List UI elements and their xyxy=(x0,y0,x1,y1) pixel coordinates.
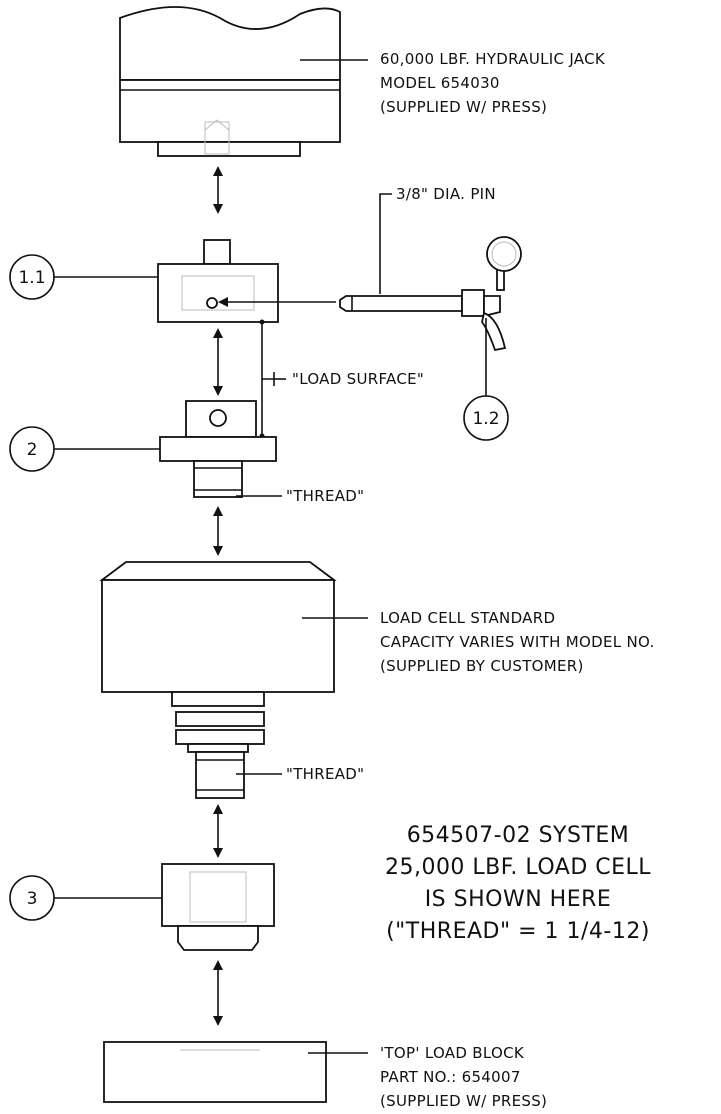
pin-part-1-2 xyxy=(339,236,522,352)
adapter-part-2 xyxy=(159,400,277,498)
top-load-block xyxy=(103,1041,327,1103)
thread-upper-label: "THREAD" xyxy=(286,487,364,505)
top-block-label-line2: PART NO.: 654007 xyxy=(380,1068,521,1086)
jack-label-line3: (SUPPLIED W/ PRESS) xyxy=(380,98,547,116)
system-note: 654507-02 SYSTEM 25,000 LBF. LOAD CELL I… xyxy=(385,823,651,944)
load-cell-label-line2: CAPACITY VARIES WITH MODEL NO. xyxy=(380,633,655,651)
pin-leader xyxy=(379,193,392,294)
top-block-label-line3: (SUPPLIED W/ PRESS) xyxy=(380,1092,547,1110)
load-cell-label-line1: LOAD CELL STANDARD xyxy=(380,609,555,627)
top-block-label-line1: 'TOP' LOAD BLOCK xyxy=(380,1044,525,1062)
balloon-3-label: 3 xyxy=(27,889,38,909)
load-surface-label: "LOAD SURFACE" xyxy=(292,370,424,388)
thread-lower-label: "THREAD" xyxy=(286,765,364,783)
balloon-1-2-label: 1.2 xyxy=(472,409,499,429)
load-surface-bracket xyxy=(259,322,286,439)
note-line1: 654507-02 SYSTEM xyxy=(407,823,630,848)
balloon-2-label: 2 xyxy=(27,440,38,460)
note-line4: ("THREAD" = 1 1/4-12) xyxy=(386,919,650,944)
adapter-part-1-1 xyxy=(157,239,279,325)
load-cell xyxy=(99,561,337,799)
jack-label-line2: MODEL 654030 xyxy=(380,74,500,92)
load-cell-label-line3: (SUPPLIED BY CUSTOMER) xyxy=(380,657,584,675)
balloon-1-2 xyxy=(463,395,509,441)
adapter-part-3 xyxy=(161,863,275,951)
note-line3: IS SHOWN HERE xyxy=(425,887,612,912)
pin-label: 3/8" DIA. PIN xyxy=(396,185,496,203)
hydraulic-jack xyxy=(119,6,341,157)
balloon-1-1-label: 1.1 xyxy=(18,268,45,288)
note-line2: 25,000 LBF. LOAD CELL xyxy=(385,855,651,880)
jack-label-line1: 60,000 LBF. HYDRAULIC JACK xyxy=(380,50,606,68)
